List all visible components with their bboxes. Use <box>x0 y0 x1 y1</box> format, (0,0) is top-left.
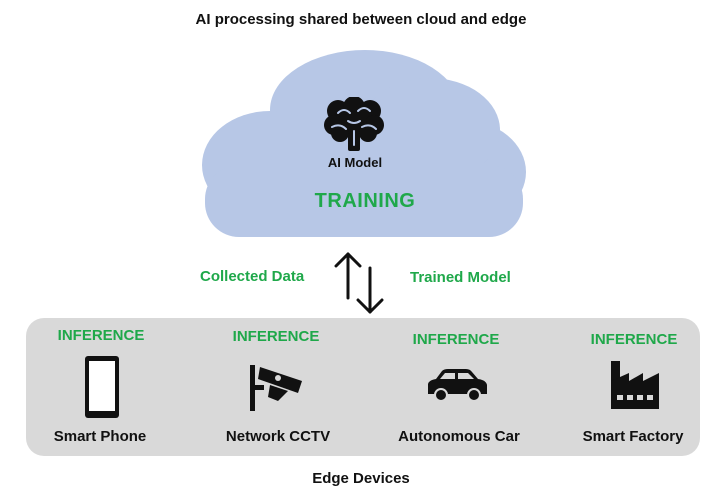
training-label: TRAINING <box>314 190 416 212</box>
cctv-camera-icon <box>250 365 302 411</box>
car-icon <box>428 369 487 402</box>
inference-label-autonomous-car: INFERENCE <box>412 331 500 348</box>
edge-devices-footer: Edge Devices <box>312 470 410 487</box>
diagram-title: AI processing shared between cloud and e… <box>195 11 527 28</box>
up-down-arrows-icon <box>334 252 384 314</box>
device-label-network-cctv: Network CCTV <box>225 428 331 445</box>
factory-icon <box>611 361 659 409</box>
inference-label-smart-factory: INFERENCE <box>590 331 678 348</box>
device-label-smart-phone: Smart Phone <box>53 428 147 445</box>
collected-data-label: Collected Data <box>200 268 305 285</box>
edge-devices-panel <box>26 318 700 456</box>
ai-model-label: AI Model <box>327 155 383 170</box>
inference-label-smart-phone: INFERENCE <box>57 327 145 344</box>
inference-label-network-cctv: INFERENCE <box>232 328 320 345</box>
device-label-autonomous-car: Autonomous Car <box>398 428 520 445</box>
smartphone-icon <box>85 356 119 418</box>
brain-icon <box>324 97 384 151</box>
trained-model-label: Trained Model <box>410 269 511 286</box>
device-label-smart-factory: Smart Factory <box>582 428 684 445</box>
